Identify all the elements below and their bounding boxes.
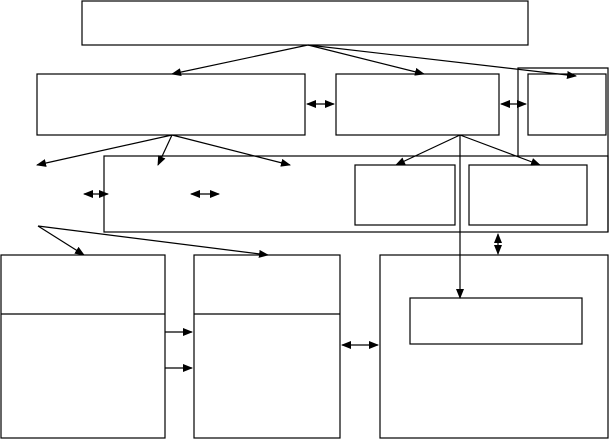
middle-band-inner-right-block [468,164,588,226]
arrow [171,44,309,77]
arrow [37,225,85,256]
right-bracket-line [517,67,609,232]
arrow [157,134,173,166]
arrow [307,44,577,79]
arrow [459,134,541,166]
arrow [37,225,269,258]
arrow [171,134,291,167]
middle-band-block [103,155,609,233]
middle-band-inner-left-block [354,164,456,226]
bottom-left-block [0,254,166,439]
top-block [81,0,529,46]
bottom-middle-block [193,254,341,439]
middle-upper-block [335,73,500,136]
bottom-right-block [379,254,609,439]
bottom-right-inner-block [409,297,583,345]
left-upper-block [36,73,306,136]
arrow [307,44,425,76]
right-upper-block [527,73,607,136]
arrow [36,134,173,167]
arrow [395,134,461,166]
